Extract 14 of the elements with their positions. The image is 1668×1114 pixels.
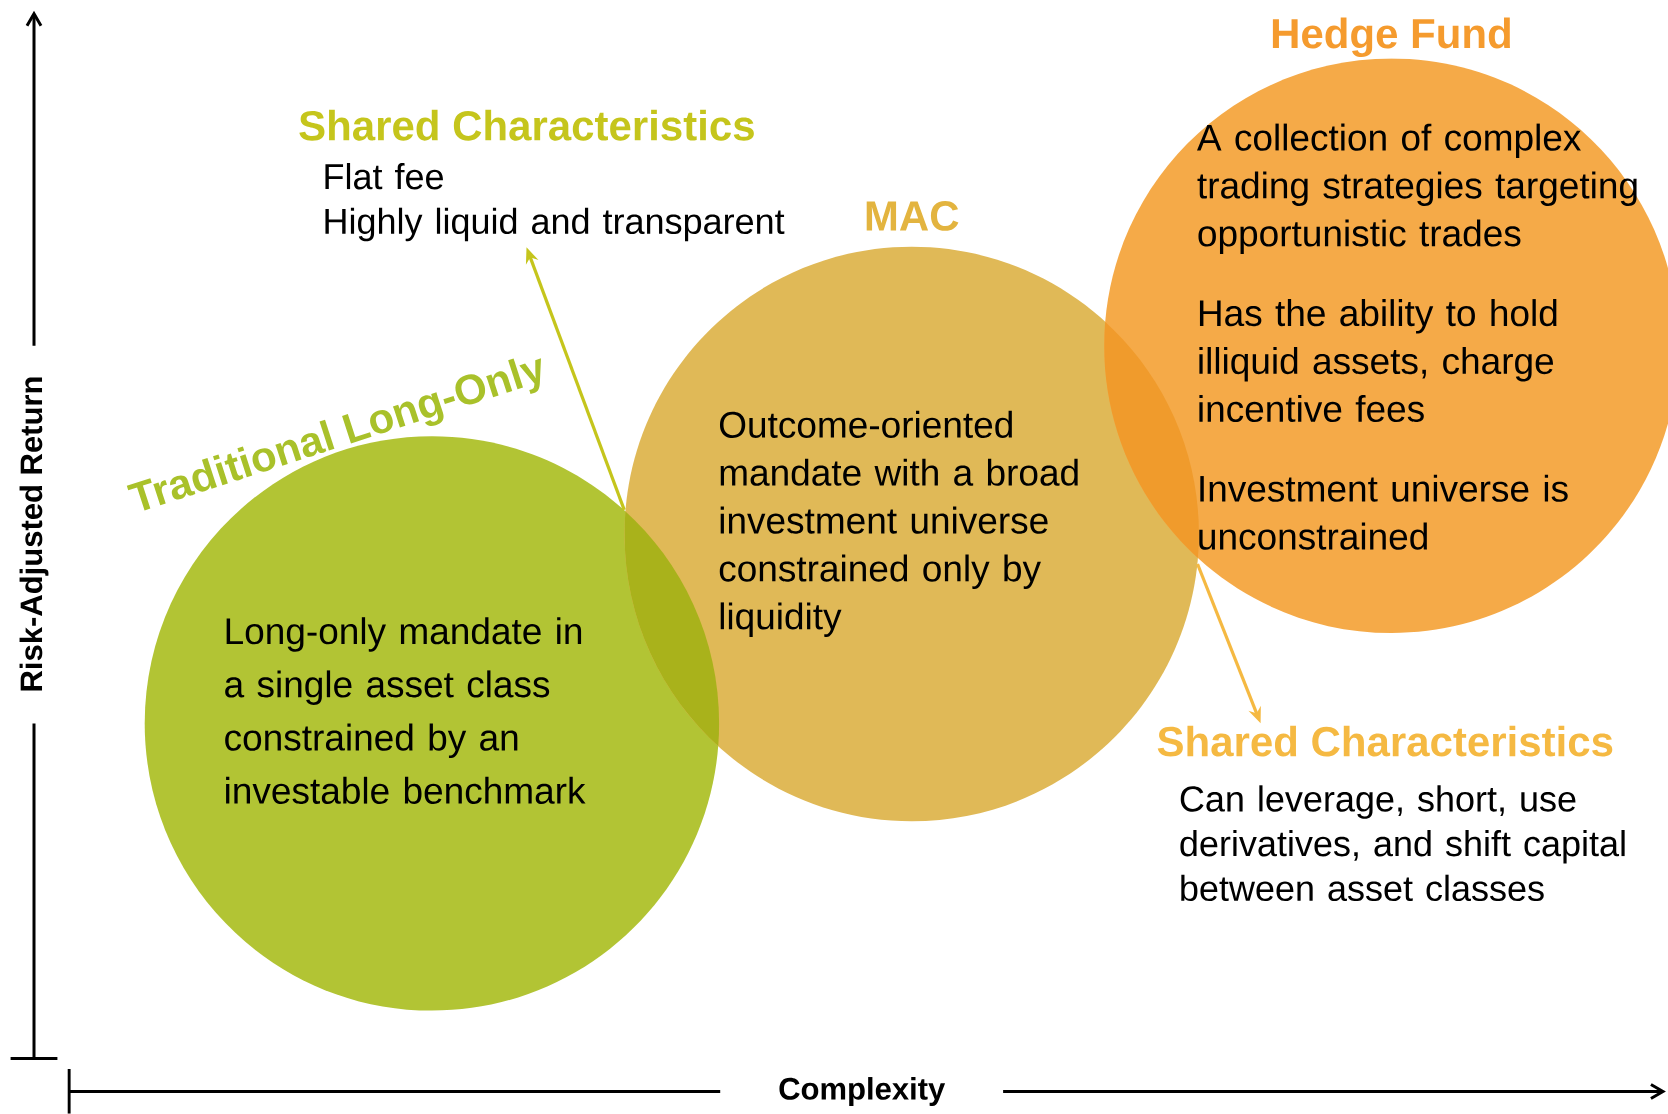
description-text: Outcome-oriented mandate with a broad investment universe constrained only by liquidity: [719, 410, 1078, 637]
description-text: Has the ability to hold illiquid assets, charge incentive fees: [1199, 299, 1557, 423]
description-text: Flat fee: [325, 163, 443, 190]
heading: Shared Characteristics: [299, 109, 754, 141]
axis-label: Complexity: [779, 1077, 946, 1107]
description-text: Long-only mandate in a single asset class constrained by an investable benchmark: [225, 617, 586, 805]
description-text: Can leverage, short, use derivatives, and shift capital between asset classes: [1180, 785, 1625, 902]
description-text: Investment universe is unconstrained: [1199, 474, 1568, 550]
description-text: Highly liquid and transparent: [325, 207, 785, 242]
circle-title: Hedge Fund: [1272, 17, 1510, 58]
description-text: A collection of complex trading strategies targeting opportunistic trades: [1197, 123, 1637, 254]
circle-title: MAC: [866, 201, 959, 231]
axis-label: Risk-Adjusted Return: [19, 377, 49, 691]
heading: Shared Characteristics: [1157, 725, 1613, 757]
